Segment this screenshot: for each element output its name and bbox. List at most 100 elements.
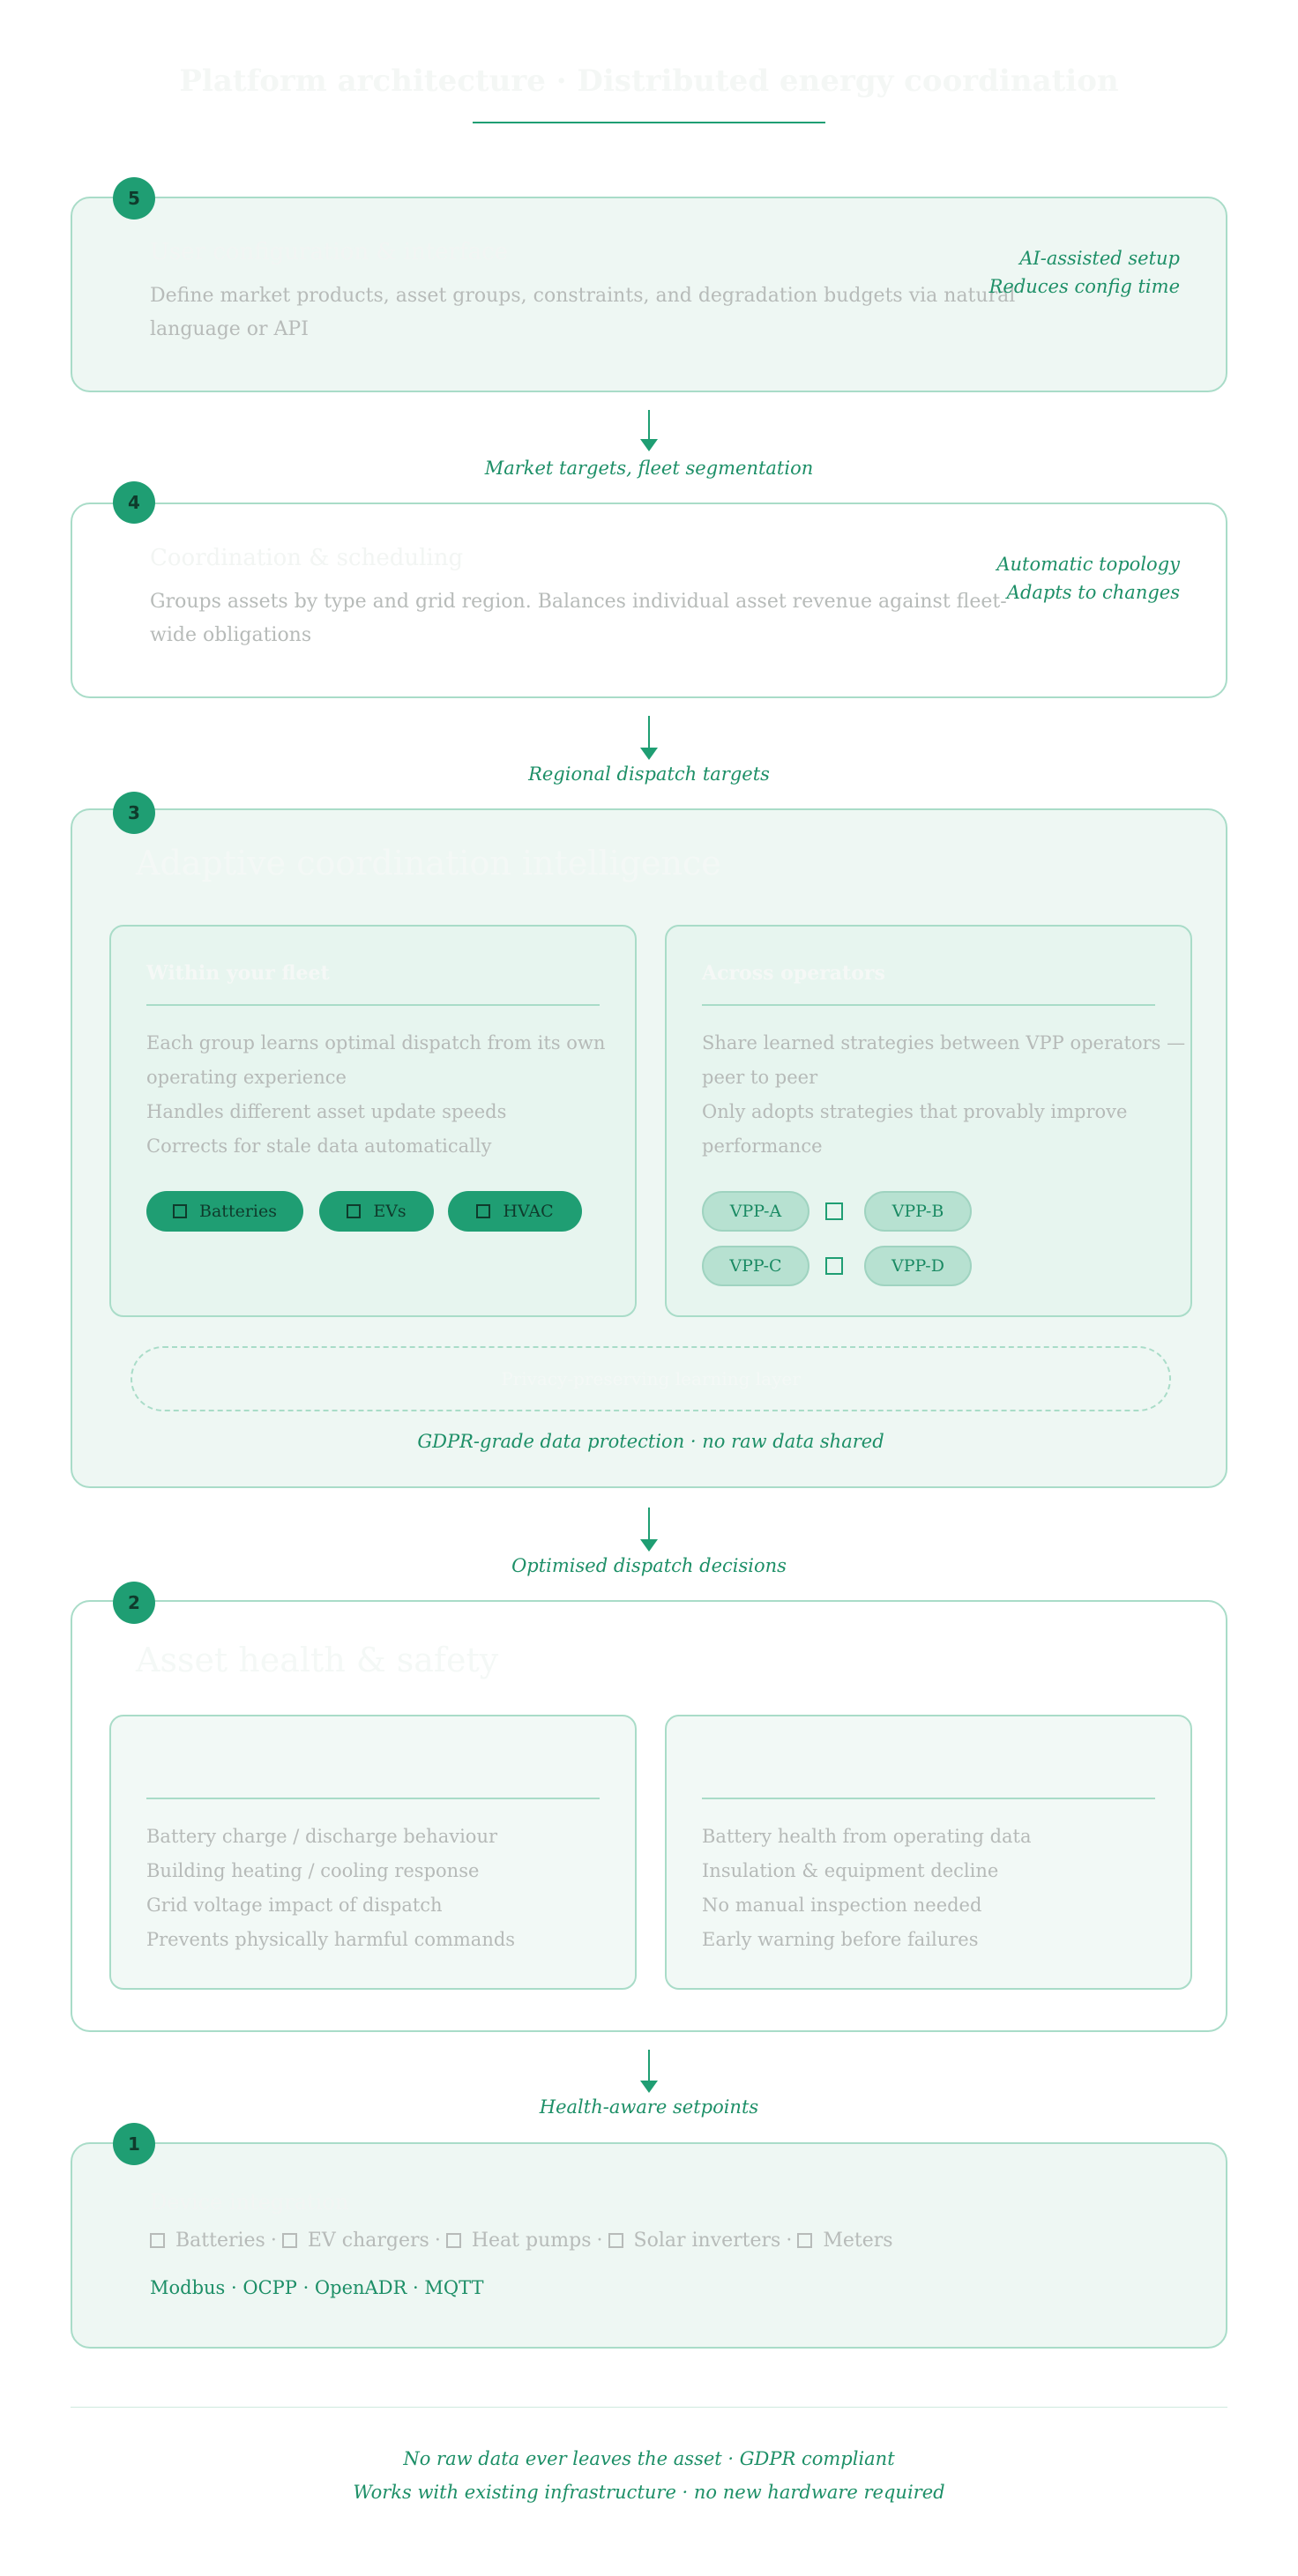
layer-4-coordination: Coordination & scheduling Groups assets … (71, 503, 1227, 698)
side-note-line: AI-assisted setup (1019, 248, 1180, 269)
device-label: Meters (823, 2230, 893, 2252)
privacy-learning-layer: Privacy-preserving learning layer (131, 1346, 1171, 1411)
page-title: Platform architecture · Distributed ener… (179, 63, 1119, 99)
separator: · (270, 2230, 277, 2252)
layer-heading: User configuration & interface (150, 239, 509, 265)
panel-line: Building heating / cooling response (146, 1860, 480, 1881)
gdpr-note: GDPR-grade data protection · no raw data… (417, 1431, 884, 1452)
within-fleet-panel: Within your fleet Each group learns opti… (109, 925, 637, 1317)
layer-2-asset-health: Asset health & safety Battery charge / d… (71, 1600, 1227, 2032)
title-underline (473, 122, 825, 123)
square-icon (476, 1204, 491, 1218)
layer-heading: Device integration (150, 2190, 349, 2215)
physics-panel: Battery charge / discharge behaviour Bui… (109, 1715, 637, 1990)
panel-line: Each group learns optimal dispatch from … (146, 1032, 606, 1053)
side-note-line: Automatic topology (996, 554, 1180, 575)
panel-line: Early warning before failures (702, 1929, 979, 1950)
layer-heading: Adaptive coordination intelligence (136, 844, 721, 882)
layer-description-line: wide obligations (150, 624, 312, 646)
panel-line: Insulation & equipment decline (702, 1860, 999, 1881)
square-icon (281, 2233, 297, 2248)
square-icon (797, 2233, 813, 2248)
footer-note: No raw data ever leaves the asset · GDPR… (403, 2448, 895, 2469)
layer-heading: Asset health & safety (136, 1641, 499, 1679)
panel-title: Within your fleet (146, 962, 330, 985)
panel-line: Handles different asset update speeds (146, 1101, 507, 1122)
panel-line: Prevents physically harmful commands (146, 1929, 516, 1950)
layer-1-badge: 1 (113, 2123, 155, 2165)
layer-5-user-configuration: User configuration & interface Define ma… (71, 197, 1227, 392)
footer-note: Works with existing infrastructure · no … (353, 2482, 945, 2503)
link-square-icon (825, 1257, 843, 1275)
side-note-line: Adapts to changes (1006, 582, 1180, 603)
vpp-node: VPP-A (702, 1191, 809, 1232)
connector-line (648, 1508, 650, 1539)
vpp-node: VPP-D (864, 1246, 972, 1286)
layer-description-line: Define market products, asset groups, co… (150, 285, 1016, 307)
device-label: Heat pumps (471, 2230, 592, 2252)
connector-label: Optimised dispatch decisions (511, 1555, 787, 1576)
connector-line (648, 2050, 650, 2081)
connector-label: Regional dispatch targets (528, 763, 770, 785)
across-operators-panel: Across operators Share learned strategie… (665, 925, 1192, 1317)
square-icon (173, 1204, 188, 1218)
footer-divider (71, 2407, 1227, 2408)
batteries-chip: Batteries (146, 1191, 303, 1232)
panel-divider (702, 1798, 1155, 1799)
side-note: Automatic topology Adapts to changes (996, 550, 1180, 607)
connector-label: Market targets, fleet segmentation (484, 458, 814, 479)
panel-line: Share learned strategies between VPP ope… (702, 1032, 1186, 1053)
layer-3-adaptive-intelligence: Adaptive coordination intelligence Withi… (71, 808, 1227, 1488)
layer-4-badge: 4 (113, 481, 155, 524)
arrow-down-icon (640, 748, 658, 760)
panel-line: peer to peer (702, 1067, 818, 1088)
square-icon (445, 2233, 461, 2248)
panel-title: Across operators (702, 962, 885, 985)
panel-line: No manual inspection needed (702, 1895, 982, 1916)
degradation-panel: Battery health from operating data Insul… (665, 1715, 1192, 1990)
panel-line: Battery health from operating data (702, 1826, 1032, 1847)
arrow-down-icon (640, 1539, 658, 1552)
panel-line: performance (702, 1135, 823, 1157)
panel-divider (702, 1004, 1155, 1006)
panel-divider (146, 1004, 600, 1006)
layer-description-line: Groups assets by type and grid region. B… (150, 591, 1007, 613)
layer-2-badge: 2 (113, 1582, 155, 1624)
device-label: Solar inverters (633, 2230, 781, 2252)
separator: · (434, 2230, 441, 2252)
arrow-down-icon (640, 439, 658, 451)
separator: · (596, 2230, 603, 2252)
connector-line (648, 410, 650, 439)
chip-label: EVs (373, 1202, 407, 1221)
chip-label: HVAC (503, 1202, 554, 1221)
connector-label: Health-aware setpoints (539, 2096, 759, 2118)
panel-line: Only adopts strategies that provably imp… (702, 1101, 1128, 1122)
panel-divider (146, 1798, 600, 1799)
side-note: AI-assisted setup Reduces config time (989, 244, 1180, 301)
connector-line (648, 716, 650, 748)
layer-description-line: language or API (150, 318, 309, 340)
layer-1-device-integration: Device integration (71, 2142, 1227, 2349)
square-icon (347, 1204, 362, 1218)
panel-line: Corrects for stale data automatically (146, 1135, 492, 1157)
chip-label: Batteries (199, 1202, 277, 1221)
evs-chip: EVs (319, 1191, 434, 1232)
layer-3-badge: 3 (113, 792, 155, 834)
device-list: Batteries · EV chargers · Heat pumps · S… (150, 2230, 893, 2252)
hvac-chip: HVAC (448, 1191, 582, 1232)
panel-line: Grid voltage impact of dispatch (146, 1895, 443, 1916)
vpp-node: VPP-C (702, 1246, 809, 1286)
panel-line: operating experience (146, 1067, 347, 1088)
side-note-line: Reduces config time (988, 276, 1180, 297)
protocol-list: Modbus · OCPP · OpenADR · MQTT (150, 2277, 484, 2298)
vpp-node: VPP-B (864, 1191, 972, 1232)
panel-line: Battery charge / discharge behaviour (146, 1826, 498, 1847)
layer-5-badge: 5 (113, 177, 155, 220)
arrow-down-icon (640, 2081, 658, 2093)
device-label: EV chargers (307, 2230, 429, 2252)
separator: · (786, 2230, 793, 2252)
square-icon (150, 2233, 165, 2248)
link-square-icon (825, 1202, 843, 1220)
square-icon (608, 2233, 623, 2248)
device-label: Batteries (175, 2230, 265, 2252)
